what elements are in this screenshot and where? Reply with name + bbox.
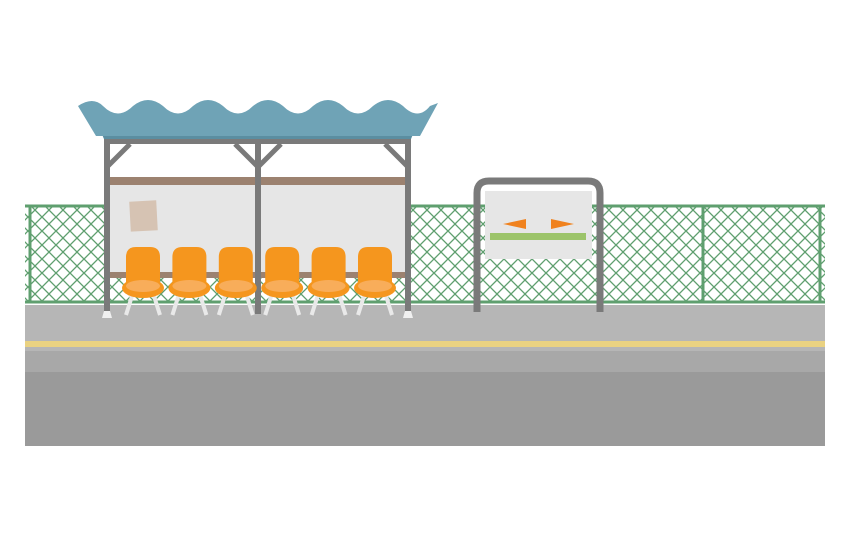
seat-row: [122, 247, 396, 316]
shelter-post-left: [104, 138, 110, 314]
seat: [307, 247, 350, 316]
sign-green-stripe: [490, 233, 586, 240]
shelter-foot-left: [102, 311, 112, 318]
seat-legs: [170, 295, 209, 316]
platform: [25, 305, 825, 446]
seat-cushion: [126, 280, 160, 292]
seat-cushion: [265, 280, 300, 292]
seat: [122, 247, 164, 316]
seat-legs: [263, 295, 302, 316]
notice-paper: [129, 200, 158, 232]
seat-legs: [124, 295, 162, 316]
right-arrow-icon: [551, 219, 574, 229]
seat-cushion: [358, 280, 392, 292]
shelter-braces: [105, 142, 410, 169]
sign-frame: [473, 177, 604, 312]
seat-back: [311, 247, 346, 285]
seat-back: [358, 247, 392, 285]
shelter-foot-right: [403, 311, 413, 318]
seat-legs: [309, 295, 348, 316]
shelter-post-right: [405, 138, 411, 314]
seat-back: [172, 247, 207, 285]
seat-back: [218, 247, 253, 285]
seat-legs: [356, 295, 394, 316]
corrugated-roof: [78, 100, 438, 139]
seat-back: [126, 247, 160, 285]
station-sign: [473, 177, 604, 312]
platform-surface: [25, 305, 825, 342]
seat-back: [265, 247, 300, 285]
seat-cushion: [218, 280, 253, 292]
seat: [168, 247, 211, 316]
track-bed: [25, 372, 825, 446]
seat: [354, 247, 396, 316]
seat-cushion: [172, 280, 207, 292]
platform-edge: [25, 347, 825, 351]
shelter-roof-beam: [104, 138, 411, 144]
seat: [214, 247, 257, 316]
shelter-post-middle: [255, 138, 261, 314]
seat-legs: [216, 295, 255, 316]
seat-cushion: [311, 280, 346, 292]
left-arrow-icon: [503, 219, 526, 229]
seat: [261, 247, 304, 316]
sign-board: [485, 191, 592, 259]
yellow-safety-line: [25, 341, 825, 347]
bus-shelter: [78, 100, 438, 318]
